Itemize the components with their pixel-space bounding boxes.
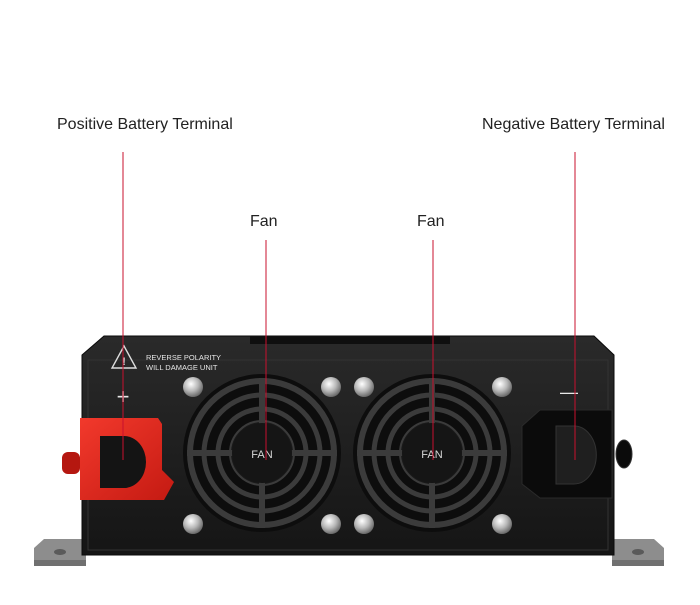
fan-right: FAN xyxy=(353,374,511,532)
minus-symbol: — xyxy=(560,382,578,402)
fan-left: FAN xyxy=(183,374,341,532)
leader-lines xyxy=(122,152,576,460)
screws xyxy=(183,377,512,534)
screw xyxy=(183,514,203,534)
warning-label: ! REVERSE POLARITY WILL DAMAGE UNIT xyxy=(110,344,221,372)
fan-right-text: FAN xyxy=(421,449,442,461)
fan-left-label: Fan xyxy=(250,213,278,230)
screw xyxy=(492,377,512,397)
fan-left-text: FAN xyxy=(251,449,272,461)
screw xyxy=(492,514,512,534)
positive-terminal xyxy=(62,418,174,500)
warning-text-line1: REVERSE POLARITY xyxy=(146,353,221,362)
screw xyxy=(321,377,341,397)
screw xyxy=(183,377,203,397)
screw xyxy=(321,514,341,534)
negative-terminal xyxy=(521,409,633,499)
positive-terminal-label: Positive Battery Terminal xyxy=(57,116,233,133)
warning-text-line2: WILL DAMAGE UNIT xyxy=(146,363,218,372)
negative-terminal-label: Negative Battery Terminal xyxy=(482,116,665,133)
warning-icon: ! xyxy=(122,356,126,368)
screw xyxy=(354,377,374,397)
screw xyxy=(354,514,374,534)
mounting-foot-left xyxy=(34,539,86,566)
mounting-foot-right xyxy=(612,539,664,566)
fan-right-label: Fan xyxy=(417,213,445,230)
